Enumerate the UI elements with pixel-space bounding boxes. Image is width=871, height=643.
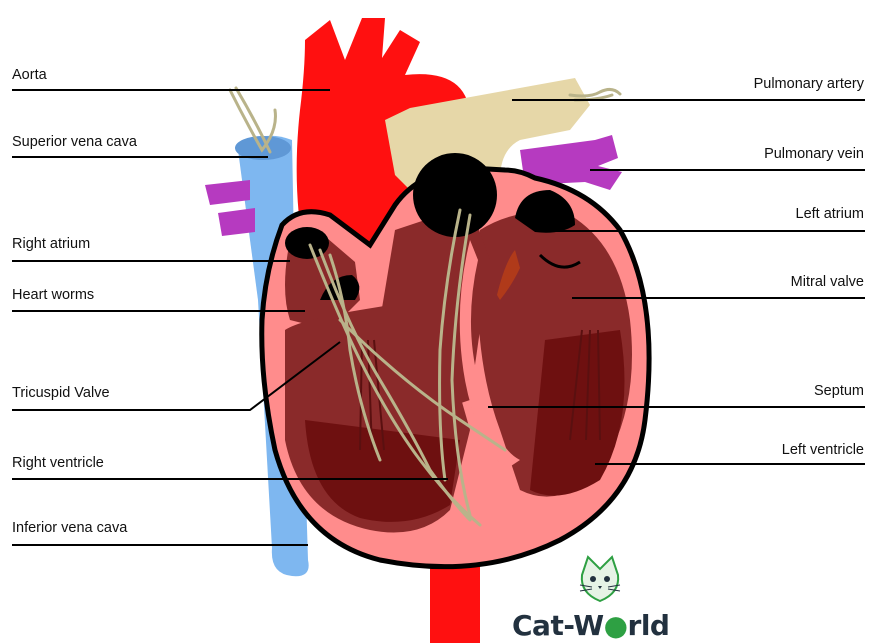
brand-text-part1: Cat-W — [512, 609, 604, 642]
label-right-atrium: Right atrium — [12, 236, 90, 252]
cat-face-icon — [580, 557, 620, 601]
label-septum: Septum — [814, 383, 864, 399]
pulmonary-vein-left-top — [205, 180, 250, 205]
brand-text-part2: rld — [628, 609, 670, 642]
cat-world-watermark: Cat-W●rld — [512, 610, 669, 642]
label-left-atrium: Left atrium — [796, 206, 865, 222]
aortic-opening — [413, 153, 497, 237]
label-tricuspid-valve: Tricuspid Valve — [12, 385, 110, 401]
label-right-ventricle: Right ventricle — [12, 455, 104, 471]
label-superior-vena-cava: Superior vena cava — [12, 134, 137, 150]
label-inferior-vena-cava: Inferior vena cava — [12, 520, 127, 536]
label-heart-worms: Heart worms — [12, 287, 94, 303]
label-aorta: Aorta — [12, 67, 47, 83]
label-left-ventricle: Left ventricle — [782, 442, 864, 458]
globe-o-icon: ● — [604, 609, 628, 642]
label-pulmonary-vein: Pulmonary vein — [764, 146, 864, 162]
pulmonary-vein-left-bottom — [218, 208, 255, 236]
label-pulmonary-artery: Pulmonary artery — [754, 76, 864, 92]
label-mitral-valve: Mitral valve — [791, 274, 864, 290]
